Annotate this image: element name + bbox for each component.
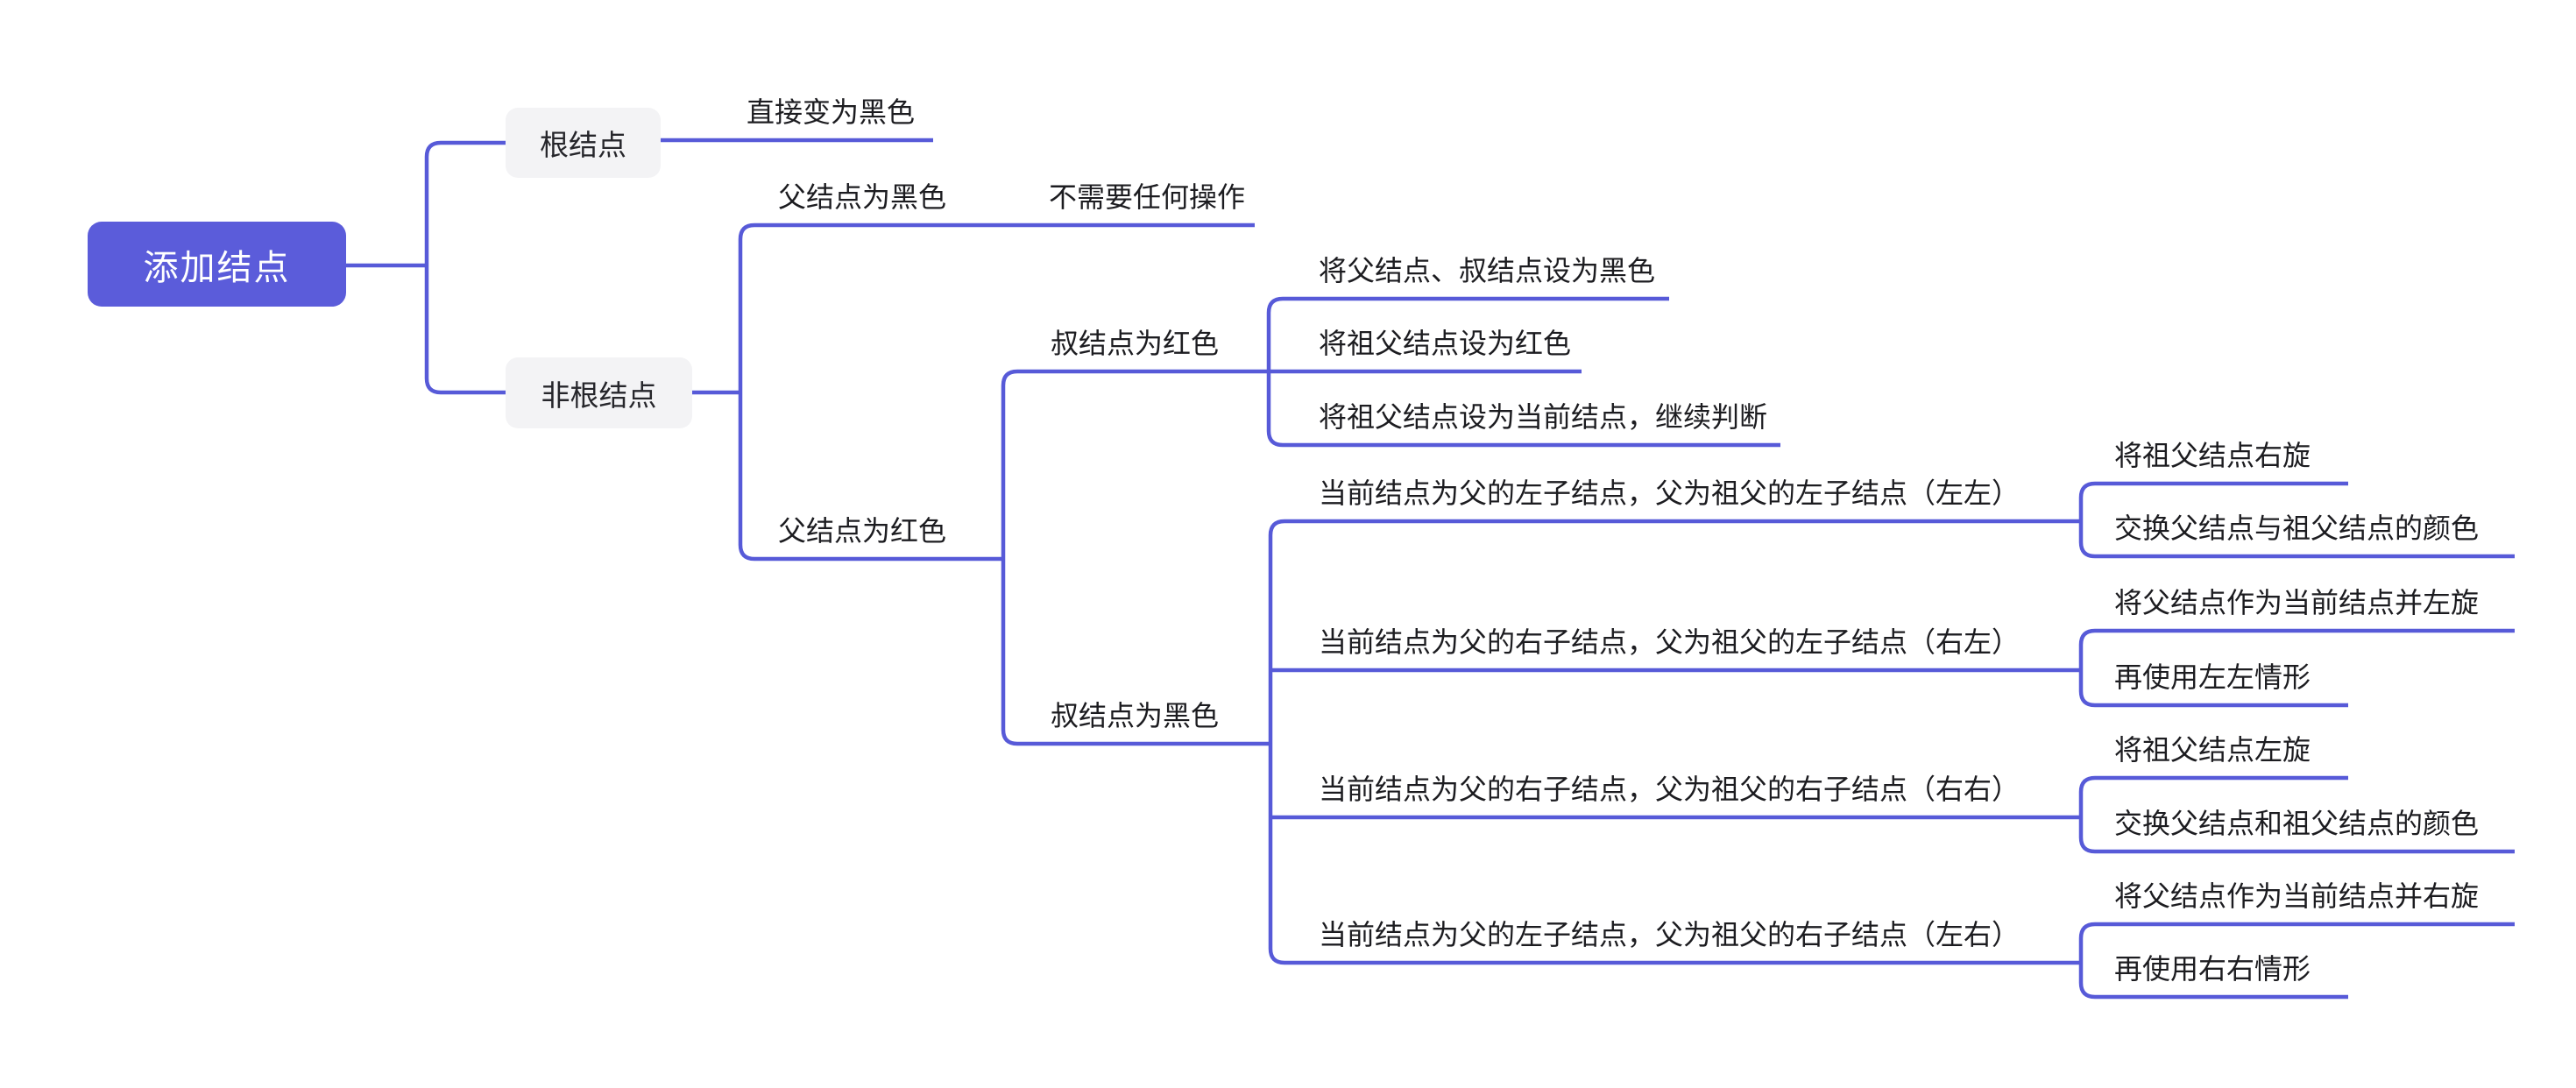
label-set-grandparent-as-current[interactable]: 将祖父结点设为当前结点，继续判断 bbox=[1319, 400, 1768, 434]
label-set-parent-uncle-black[interactable]: 将父结点、叔结点设为黑色 bbox=[1319, 254, 1656, 287]
label-case-left-right[interactable]: 当前结点为父的左子结点，父为祖父的右子结点（左右） bbox=[1319, 918, 2020, 951]
label-case-right-right[interactable]: 当前结点为父的右子结点，父为祖父的右子结点（右右） bbox=[1319, 773, 2020, 806]
label-parent-black[interactable]: 父结点为黑色 bbox=[778, 180, 947, 214]
topic-root-node-case[interactable]: 根结点 bbox=[506, 108, 661, 178]
label-uncle-red[interactable]: 叔结点为红色 bbox=[1051, 327, 1220, 360]
branch-connector bbox=[2078, 922, 2096, 1000]
label-parent-as-current-rotate-left[interactable]: 将父结点作为当前结点并左旋 bbox=[2114, 586, 2480, 619]
branch-connector bbox=[2078, 775, 2096, 854]
label-then-use-left-left-case[interactable]: 再使用左左情形 bbox=[2114, 661, 2311, 694]
branch-connector bbox=[1268, 519, 1285, 965]
topic-add-node[interactable]: 添加结点 bbox=[88, 222, 346, 307]
label-no-operation[interactable]: 不需要任何操作 bbox=[1049, 180, 1246, 214]
branch-connector bbox=[2078, 481, 2096, 559]
branch-connector bbox=[738, 223, 755, 562]
label-parent-red[interactable]: 父结点为红色 bbox=[778, 514, 947, 548]
topic-non-root-case[interactable]: 非根结点 bbox=[506, 357, 692, 428]
branch-connector bbox=[2078, 628, 2096, 708]
label-case-left-left[interactable]: 当前结点为父的左子结点，父为祖父的左子结点（左左） bbox=[1319, 477, 2020, 510]
label-then-use-right-right-case[interactable]: 再使用右右情形 bbox=[2114, 952, 2311, 986]
label-turn-black-directly[interactable]: 直接变为黑色 bbox=[747, 95, 916, 129]
label-set-grandparent-red[interactable]: 将祖父结点设为红色 bbox=[1319, 327, 1572, 360]
label-parent-as-current-rotate-right[interactable]: 将父结点作为当前结点并右旋 bbox=[2114, 880, 2480, 913]
branch-connector bbox=[424, 140, 442, 395]
label-rotate-grandparent-right[interactable]: 将祖父结点右旋 bbox=[2114, 439, 2311, 472]
label-uncle-black[interactable]: 叔结点为黑色 bbox=[1051, 699, 1220, 732]
label-rotate-grandparent-left[interactable]: 将祖父结点左旋 bbox=[2114, 733, 2311, 767]
branch-connector bbox=[1001, 369, 1018, 746]
label-case-right-left[interactable]: 当前结点为父的右子结点，父为祖父的左子结点（右左） bbox=[1319, 625, 2020, 659]
label-swap-parent-grandparent-colors-2[interactable]: 交换父结点和祖父结点的颜色 bbox=[2114, 807, 2480, 840]
label-swap-parent-grandparent-colors[interactable]: 交换父结点与祖父结点的颜色 bbox=[2114, 512, 2480, 545]
